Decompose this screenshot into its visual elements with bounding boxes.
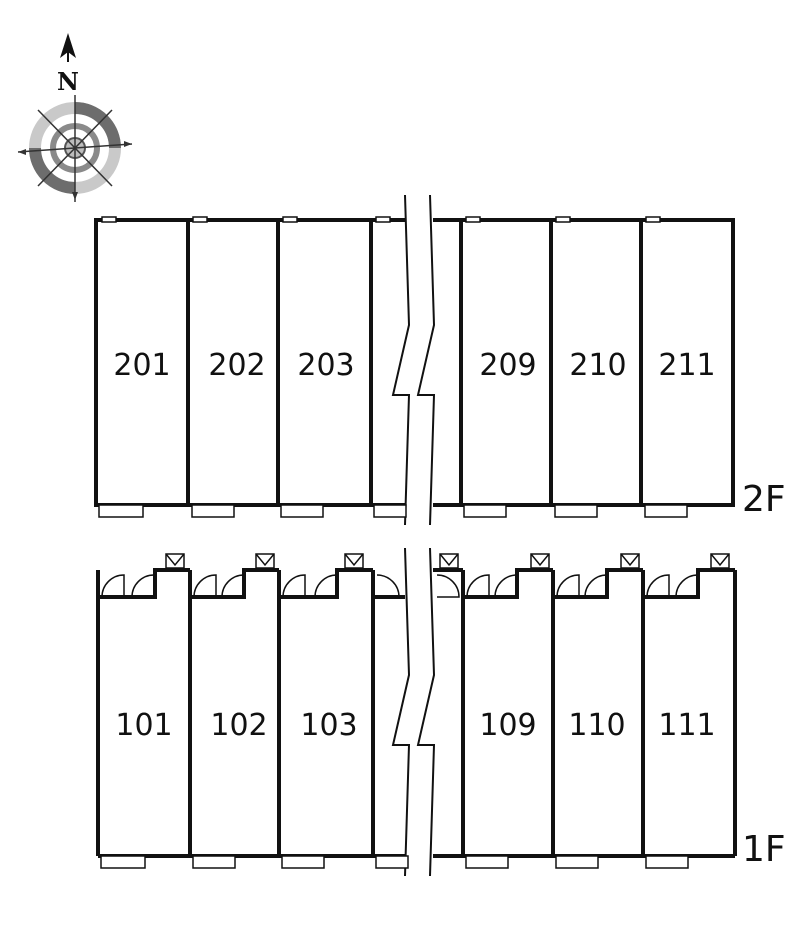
break-line-1f — [391, 547, 436, 877]
unit-labels-2f: 201 202 203 209 210 211 — [113, 348, 715, 383]
windows-1f — [100, 855, 689, 869]
unit-label: 101 — [115, 708, 172, 743]
floor-label-1f: 1F — [742, 829, 786, 870]
door-swings-1f — [101, 574, 699, 598]
unit-label: 201 — [113, 348, 170, 383]
unit-label: 103 — [300, 708, 357, 743]
compass-icon: N — [17, 33, 133, 202]
meter-boxes-1f — [165, 553, 730, 569]
north-label: N — [57, 67, 79, 96]
unit-label: 210 — [569, 348, 626, 383]
unit-label: 202 — [208, 348, 265, 383]
unit-labels-1f: 101 102 103 109 110 111 — [115, 708, 715, 743]
unit-label: 109 — [479, 708, 536, 743]
unit-label: 111 — [658, 708, 715, 743]
break-line-2f — [391, 194, 436, 526]
vents-2f — [101, 216, 661, 223]
floor-label-2f: 2F — [742, 479, 786, 520]
unit-label: 110 — [568, 708, 625, 743]
floor-1f — [96, 568, 737, 858]
unit-label: 102 — [210, 708, 267, 743]
unit-label: 211 — [658, 348, 715, 383]
unit-label: 209 — [479, 348, 536, 383]
floor-2f — [94, 218, 735, 507]
windows-2f — [98, 504, 688, 518]
unit-label: 203 — [297, 348, 354, 383]
